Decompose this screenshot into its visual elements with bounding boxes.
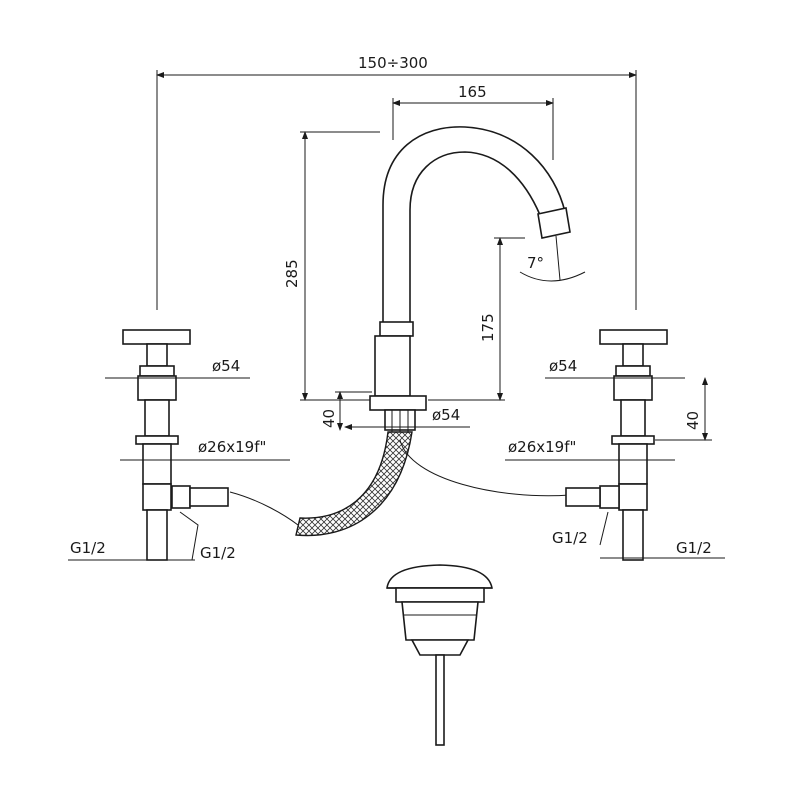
right-handle-height-label: 40 — [684, 411, 702, 430]
spout-height-label: 175 — [479, 313, 497, 342]
braided-hose — [295, 431, 413, 537]
spout-reach-label: 165 — [458, 83, 487, 101]
right-handle-diameter-label: ø54 — [549, 357, 577, 375]
total-height-label: 285 — [283, 259, 301, 288]
hose-right — [399, 439, 571, 497]
hose-left — [229, 491, 299, 526]
left-hose-thread-label: G1/2 — [200, 544, 236, 562]
left-handle-diameter-label: ø54 — [212, 357, 240, 375]
dim-spout-reach: 165 — [392, 83, 554, 160]
dim-overall-width: 150÷300 — [156, 54, 637, 310]
right-hose-thread-label: G1/2 — [552, 529, 588, 547]
pop-up-drain — [386, 564, 493, 746]
left-outlet-thread-label: G1/2 — [70, 539, 106, 557]
dim-total-height: 285 — [283, 131, 380, 401]
spout: 7° — [369, 126, 586, 432]
spout-angle-label: 7° — [527, 254, 544, 272]
left-dims: ø54 ø26x19f" G1/2 G1/2 — [68, 357, 290, 562]
overall-width-label: 150÷300 — [358, 54, 428, 72]
left-valve — [122, 329, 229, 561]
right-outlet-thread-label: G1/2 — [676, 539, 712, 557]
right-shank-label: ø26x19f" — [508, 438, 576, 456]
left-shank-label: ø26x19f" — [198, 438, 266, 456]
dim-spout-height: 175 — [428, 237, 525, 401]
base-height-label: 40 — [320, 409, 338, 428]
dim-base: 40 ø54 — [320, 391, 470, 431]
spout-base-diameter-label: ø54 — [432, 406, 460, 424]
right-valve — [565, 329, 668, 561]
right-dims: ø54 40 ø26x19f" G1/2 G1/2 — [505, 357, 725, 559]
